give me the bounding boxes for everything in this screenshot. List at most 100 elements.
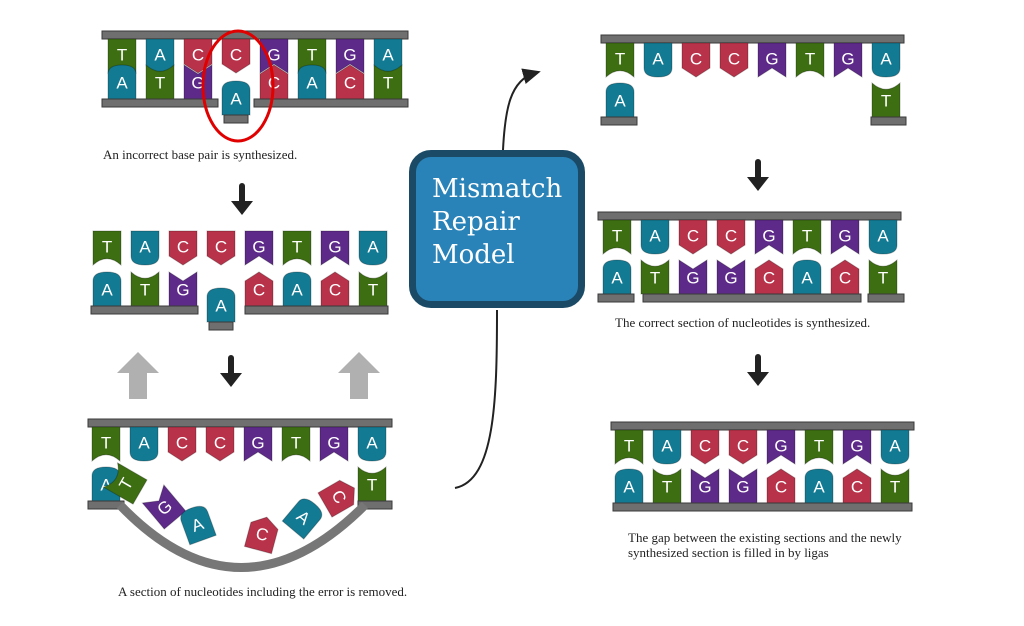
nucleotide-shape (719, 42, 749, 78)
top-nucleotide-C: C (716, 219, 746, 255)
nucleotide-shape (221, 80, 251, 116)
nucleotide-shape (605, 82, 635, 118)
removed-nucleotide-A: A (281, 498, 323, 540)
top-nucleotide-C: C (168, 230, 198, 266)
nucleotide-letter: A (614, 92, 626, 111)
nucleotide-shape (297, 64, 327, 100)
nucleotide-letter: T (368, 281, 378, 300)
nucleotide-letter: T (890, 478, 900, 497)
bottom-nucleotide-A: A (282, 271, 312, 307)
nucleotide-shape (357, 465, 387, 502)
nucleotide-letter: C (699, 437, 711, 456)
bottom-nucleotide-G: G (678, 259, 708, 295)
nucleotide-shape (91, 426, 121, 463)
bottom-nucleotide-C: C (244, 271, 274, 307)
top-backbone (600, 34, 905, 44)
nucleotide-letter: C (329, 281, 341, 300)
step-arrows (117, 159, 769, 399)
nucleotide-letter: T (307, 46, 317, 65)
nucleotide-letter: G (251, 434, 264, 453)
bottom-nucleotide-C: C (830, 259, 860, 295)
bottom-backbone-right (244, 305, 389, 315)
top-nucleotide-T: T (605, 42, 635, 79)
nucleotide-letter: A (116, 74, 128, 93)
nucleotide-shape (614, 429, 644, 466)
nucleotide-shape (640, 219, 670, 255)
nucleotide-letter: T (662, 478, 672, 497)
nucleotide-shape (868, 219, 898, 255)
mismatched-nucleotide-A: A (206, 287, 236, 323)
down-arrow-icon-step1 (231, 183, 253, 215)
top-nucleotide-G: G (757, 42, 787, 78)
nucleotide-letter: G (327, 434, 340, 453)
bottom-nucleotide-A: A (614, 468, 644, 504)
nucleotide-shape (678, 219, 708, 255)
nucleotide-shape (92, 271, 122, 307)
nucleotide-letter: T (881, 92, 891, 111)
nucleotide-letter: G (850, 437, 863, 456)
nucleotide-shape (830, 219, 860, 255)
nucleotide-letter: A (649, 227, 661, 246)
nucleotide-shape (640, 258, 670, 295)
nucleotide-letter: C (192, 46, 204, 65)
nucleotide-letter: C (737, 437, 749, 456)
nucleotide-shape (168, 230, 198, 266)
nucleotide-letter: A (652, 50, 664, 69)
bottom-nucleotide-A: A (605, 82, 635, 118)
nucleotide-letter: G (765, 50, 778, 69)
nucleotide-letter: T (802, 227, 812, 246)
caption-step1: An incorrect base pair is synthesized. (103, 147, 298, 162)
bottom-nucleotide-A: A (792, 259, 822, 295)
nucleotide-shape (281, 498, 323, 540)
nucleotide-shape (206, 230, 236, 266)
top-nucleotide-C: C (728, 429, 758, 465)
nucleotide-shape (880, 429, 910, 465)
removed-nucleotide-A: A (180, 505, 217, 546)
nucleotide-letter: A (138, 434, 150, 453)
nucleotide-shape (243, 516, 279, 555)
removed-nucleotide-C: C (317, 479, 355, 518)
bottom-backbone-right (357, 500, 393, 510)
nucleotide-letter: C (344, 74, 356, 93)
nucleotide-letter: T (101, 434, 111, 453)
nucleotide-letter: A (877, 227, 889, 246)
top-nucleotide-G: G (754, 219, 784, 255)
top-nucleotide-C: C (205, 426, 235, 462)
nucleotide-letter: G (176, 281, 189, 300)
nucleotide-shape (728, 429, 758, 465)
top-backbone (610, 421, 915, 431)
nucleotide-letter: T (612, 227, 622, 246)
nucleotide-shape (129, 426, 159, 462)
top-nucleotide-G: G (259, 38, 289, 74)
top-nucleotide-T: T (602, 219, 632, 256)
bottom-nucleotide-G: G (716, 259, 746, 295)
nucleotide-letter: C (763, 269, 775, 288)
nucleotide-letter: G (686, 269, 699, 288)
top-nucleotide-T: T (92, 230, 122, 267)
nucleotide-shape (833, 42, 863, 78)
nucleotide-shape (795, 42, 825, 79)
nucleotide-letter: A (291, 281, 303, 300)
nucleotide-shape (281, 426, 311, 463)
nucleotide-letter: C (253, 281, 265, 300)
bottom-backbone-left (101, 98, 219, 108)
bottom-nucleotide-A: A (107, 64, 137, 100)
nucleotide-letter: A (623, 478, 635, 497)
connectors (454, 68, 541, 489)
caption-step6: The gap between the existing sections an… (628, 530, 902, 560)
nucleotide-shape (206, 287, 236, 323)
bottom-backbone-right (867, 293, 905, 303)
nucleotide-letter: G (762, 227, 775, 246)
nucleotide-letter: G (841, 50, 854, 69)
nucleotide-shape (605, 42, 635, 79)
bottom-backbone-left (600, 116, 638, 126)
nucleotide-letter: T (155, 74, 165, 93)
nucleotide-letter: C (839, 269, 851, 288)
bottom-nucleotide-A: A (92, 271, 122, 307)
top-nucleotide-G: G (243, 426, 273, 462)
nucleotide-letter: A (880, 50, 892, 69)
title-line-3: Model (432, 240, 515, 270)
